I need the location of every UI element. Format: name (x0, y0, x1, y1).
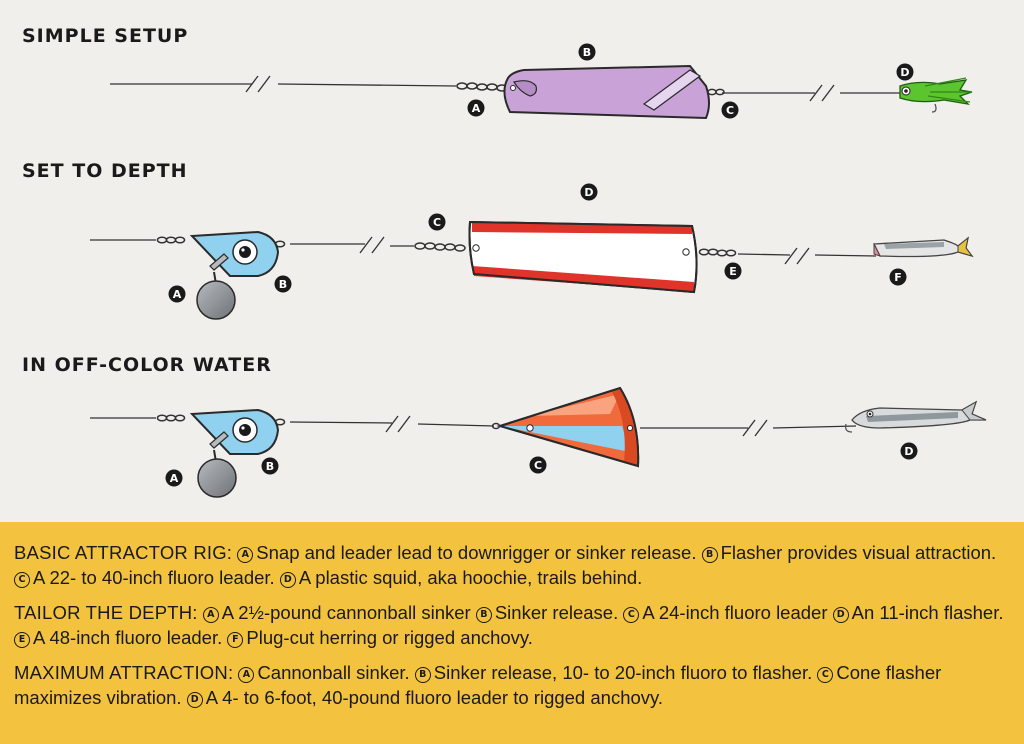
swivel-icon (698, 248, 737, 257)
callout-a: A (467, 99, 485, 117)
svg-text:A: A (472, 102, 481, 115)
letter-badge: B (475, 607, 492, 623)
flasher-icon (468, 220, 698, 294)
letter-badge: C (14, 572, 30, 588)
letter-badge: E (14, 632, 30, 648)
legend-heading: BASIC ATTRACTOR RIG: (14, 542, 233, 563)
main-line (110, 83, 900, 94)
flasher-icon (503, 64, 710, 120)
legend-text: A 2½-pound cannonball sinker (221, 602, 471, 623)
letter-badge: A (238, 667, 255, 683)
svg-text:B: B (266, 460, 274, 473)
letter-badge: A (237, 547, 254, 563)
svg-text:C: C (726, 104, 734, 117)
release-icon (189, 230, 280, 277)
callout-d: D (900, 442, 918, 460)
herring-icon (872, 236, 974, 258)
legend-heading: TAILOR THE DEPTH: (14, 602, 198, 623)
swivel-icon (707, 88, 725, 96)
svg-text:D: D (900, 66, 909, 79)
sinker-icon (196, 271, 236, 320)
legend-text: Snap and leader lead to downrigger or si… (256, 542, 697, 563)
svg-text:F: F (894, 271, 902, 284)
setup-simple: SIMPLE SETUP (22, 25, 973, 120)
legend-text: Sinker release, 10- to 20-inch fluoro to… (433, 662, 813, 683)
svg-text:E: E (729, 265, 737, 278)
rig-illustrations: SIMPLE SETUP (22, 25, 987, 498)
callout-c: C (721, 101, 739, 119)
setup-depth: SET TO DEPTH (22, 160, 974, 320)
legend-text: Cone flasher maximizes vibration. (14, 662, 942, 708)
callout-e: E (724, 262, 742, 280)
sinker-icon (197, 449, 237, 498)
letter-badge: A (202, 607, 219, 623)
letter-badge: B (701, 547, 718, 563)
legend-text: A 22- to 40-inch fluoro leader. (33, 567, 275, 588)
legend-text: A 24-inch fluoro leader (642, 602, 828, 623)
svg-text:D: D (584, 186, 593, 199)
break-mark (359, 236, 810, 265)
svg-text:B: B (583, 46, 591, 59)
main-line (90, 417, 857, 429)
callout-d: D (896, 63, 914, 81)
legend-text: A 48-inch fluoro leader. (33, 627, 223, 648)
callout-c: C (428, 213, 446, 231)
setup-title: SET TO DEPTH (22, 160, 188, 182)
svg-text:B: B (279, 278, 287, 291)
svg-text:A: A (170, 472, 179, 485)
callout-c: C (529, 456, 547, 474)
legend-text: A 4- to 6-foot, 40-pound fluoro leader t… (205, 687, 664, 708)
letter-badge: C (623, 607, 640, 623)
legend-text: Sinker release. (494, 602, 619, 623)
legend-text: Cannonball sinker. (257, 662, 410, 683)
legend-text: Flasher provides visual attraction. (720, 542, 997, 563)
cone-flasher-icon (491, 386, 640, 468)
svg-text:C: C (534, 459, 542, 472)
svg-text:A: A (173, 288, 182, 301)
hoochie-icon (899, 77, 973, 113)
callout-a: A (168, 285, 186, 303)
callout-a: A (165, 469, 183, 487)
release-icon (189, 408, 280, 455)
svg-text:D: D (904, 445, 913, 458)
swivel-icon (456, 82, 508, 92)
legend-text: An 11-inch flasher. (851, 602, 1004, 623)
anchovy-icon (844, 400, 987, 433)
letter-badge: C (817, 667, 834, 683)
callout-b: B (274, 275, 292, 293)
letter-badge: F (227, 632, 244, 648)
swivel-icon (414, 242, 466, 252)
legend-heading: MAXIMUM ATTRACTION: (14, 662, 234, 683)
setup-title: IN OFF-COLOR WATER (22, 354, 272, 376)
callout-d: D (580, 183, 598, 201)
legend-text: A plastic squid, aka hoochie, trails beh… (298, 567, 643, 588)
setup-off-color: IN OFF-COLOR WATER (22, 354, 987, 498)
setup-title: SIMPLE SETUP (22, 25, 188, 47)
main-line (90, 239, 877, 257)
legend-text: Plug-cut herring or rigged anchovy. (246, 627, 533, 648)
break-mark (245, 75, 835, 102)
letter-badge: D (186, 692, 203, 708)
svg-text:C: C (433, 216, 441, 229)
letter-badge: B (414, 667, 431, 683)
callout-f: F (889, 268, 907, 286)
break-mark (385, 415, 768, 437)
callout-b: B (578, 43, 596, 61)
letter-badge: D (279, 572, 296, 588)
letter-badge: D (832, 607, 849, 623)
callout-b: B (261, 457, 279, 475)
